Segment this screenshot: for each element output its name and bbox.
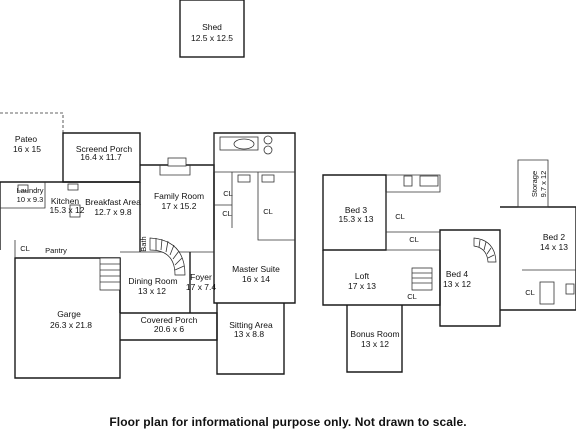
room-storage: Storage 9.7 x 12 — [530, 171, 548, 198]
laundry-name: Laundry — [16, 186, 43, 195]
breakfast-dim: 12.7 x 9.8 — [94, 207, 132, 217]
shed-dim: 12.5 x 12.5 — [191, 33, 233, 43]
breakfast-name: Breakfast Area — [85, 197, 141, 207]
kitchen-dim: 15.3 x 12 — [50, 205, 85, 215]
room-bed-3: Bed 3 15.3 x 13 — [339, 205, 374, 224]
room-bed-2: Bed 2 14 x 13 — [540, 232, 568, 252]
shed-name: Shed — [202, 22, 222, 32]
upper-floor-fixtures — [403, 175, 575, 305]
pateo-dim: 16 x 15 — [13, 144, 41, 154]
bed4-name: Bed 4 — [446, 269, 468, 279]
storage-name: Storage — [530, 171, 539, 197]
screend-porch-name: Screend Porch — [76, 144, 132, 154]
closet-label: CL — [395, 212, 405, 221]
covered-porch-dim: 20.6 x 6 — [154, 324, 185, 334]
room-kitchen: Kitchen 15.3 x 12 — [50, 196, 85, 215]
foyer-name: Foyer — [190, 272, 212, 282]
garage-dim: 26.3 x 21.8 — [50, 320, 92, 330]
closet-label: CL — [263, 207, 273, 216]
family-name: Family Room — [154, 191, 204, 201]
dining-dim: 13 x 12 — [138, 286, 166, 296]
kitchen-name: Kitchen — [51, 196, 80, 206]
sitting-dim: 13 x 8.8 — [234, 329, 265, 339]
laundry-dim: 10 x 9.3 — [17, 195, 44, 204]
garage-name: Garge — [57, 309, 81, 319]
bed3-name: Bed 3 — [345, 205, 367, 215]
storage-dim: 9.7 x 12 — [539, 171, 548, 198]
bed4-dim: 13 x 12 — [443, 279, 471, 289]
room-dining: Dining Room 13 x 12 — [128, 276, 177, 296]
room-pateo: Pateo 16 x 15 — [13, 134, 41, 154]
covered-porch-name: Covered Porch — [141, 315, 198, 325]
room-breakfast-area: Breakfast Area 12.7 x 9.8 — [85, 197, 141, 217]
room-laundry: Laundry 10 x 9.3 — [16, 186, 43, 204]
closet-labels: CL CL CL CL CL CL CL CL Pantry Bath — [20, 189, 535, 301]
room-bed-4: Bed 4 13 x 12 — [443, 269, 471, 289]
room-shed: Shed 12.5 x 12.5 — [179, 0, 245, 58]
room-garage: Garge 26.3 x 21.8 — [50, 309, 92, 330]
room-screend-porch: Screend Porch 16.4 x 11.7 — [76, 144, 132, 162]
upper-floor-walls — [322, 159, 576, 373]
room-master-suite: Master Suite 16 x 14 — [232, 264, 280, 284]
master-dim: 16 x 14 — [242, 274, 270, 284]
pantry-label: Pantry — [45, 246, 67, 255]
upper-staircases — [411, 237, 497, 291]
pateo-name: Pateo — [15, 134, 37, 144]
room-loft: Loft 17 x 13 — [348, 271, 376, 291]
bed3-dim: 15.3 x 13 — [339, 214, 374, 224]
closet-label: CL — [222, 209, 232, 218]
closet-label: CL — [409, 235, 419, 244]
main-staircase — [99, 237, 186, 291]
closet-label: CL — [525, 288, 535, 297]
bonus-dim: 13 x 12 — [361, 339, 389, 349]
bath-label: Bath — [139, 236, 148, 251]
master-name: Master Suite — [232, 264, 280, 274]
disclaimer-footer: Floor plan for informational purpose onl… — [109, 415, 467, 429]
bonus-name: Bonus Room — [350, 329, 399, 339]
loft-dim: 17 x 13 — [348, 281, 376, 291]
foyer-dim: 17 x 7.4 — [186, 282, 217, 292]
bed2-name: Bed 2 — [543, 232, 565, 242]
closet-label: CL — [20, 244, 30, 253]
room-covered-porch: Covered Porch 20.6 x 6 — [141, 315, 198, 334]
room-bonus: Bonus Room 13 x 12 — [350, 329, 399, 349]
room-family: Family Room 17 x 15.2 — [154, 191, 204, 211]
loft-name: Loft — [355, 271, 370, 281]
sitting-name: Sitting Area — [229, 320, 273, 330]
room-foyer: Foyer 17 x 7.4 — [186, 272, 217, 292]
main-floor-fixtures — [17, 135, 275, 218]
closet-label: CL — [223, 189, 233, 198]
family-dim: 17 x 15.2 — [162, 201, 197, 211]
closet-label: CL — [407, 292, 417, 301]
bed2-dim: 14 x 13 — [540, 242, 568, 252]
screend-porch-dim: 16.4 x 11.7 — [80, 152, 122, 162]
dining-name: Dining Room — [128, 276, 177, 286]
room-sitting-area: Sitting Area 13 x 8.8 — [229, 320, 273, 339]
